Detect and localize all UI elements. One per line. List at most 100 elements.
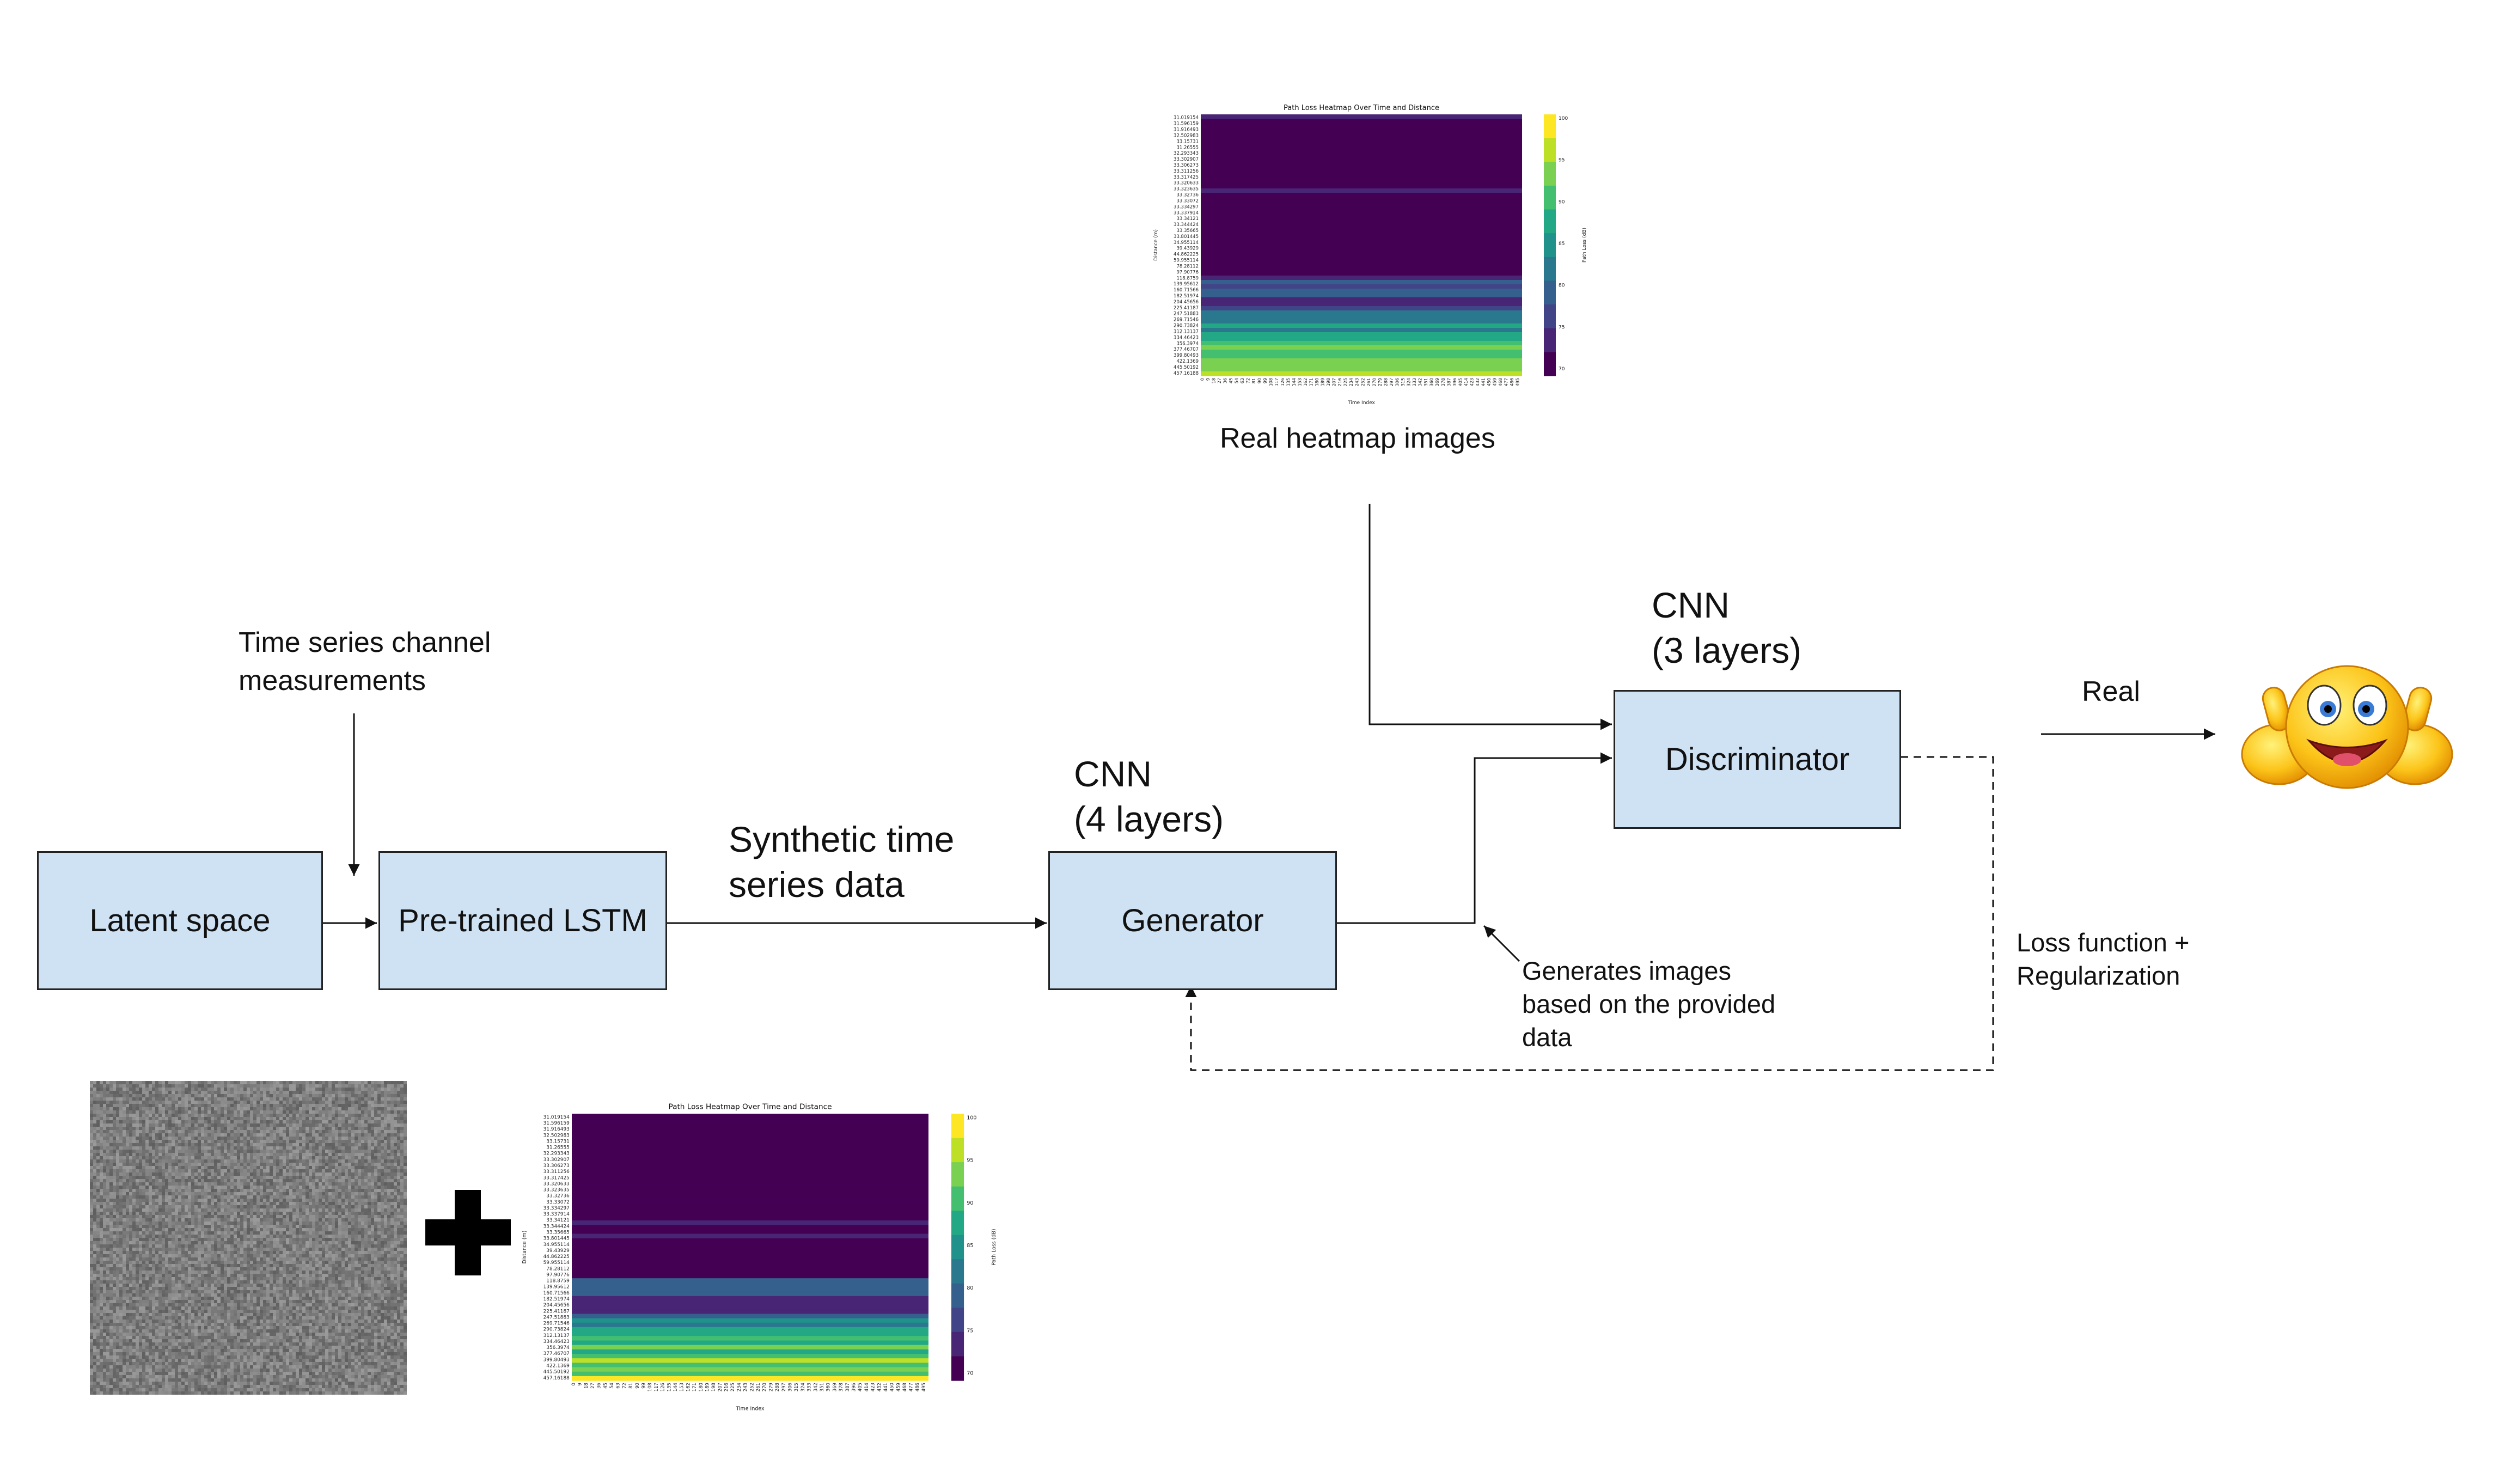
noise-pixel xyxy=(201,1091,204,1094)
noise-pixel xyxy=(306,1094,309,1097)
noise-pixel xyxy=(139,1137,142,1140)
noise-pixel xyxy=(381,1225,384,1228)
noise-pixel xyxy=(240,1140,243,1143)
noise-pixel xyxy=(306,1172,309,1176)
noise-pixel xyxy=(227,1081,230,1084)
noise-pixel xyxy=(126,1225,129,1228)
noise-pixel xyxy=(325,1218,328,1222)
noise-pixel xyxy=(113,1140,116,1143)
noise-pixel xyxy=(168,1156,172,1159)
noise-pixel xyxy=(322,1110,325,1114)
noise-pixel xyxy=(116,1166,119,1169)
noise-pixel xyxy=(296,1186,299,1189)
heatmap-y-tick: 33.323635 xyxy=(543,1188,570,1193)
noise-pixel xyxy=(273,1130,276,1133)
noise-pixel xyxy=(299,1097,302,1101)
noise-pixel xyxy=(309,1159,312,1163)
noise-pixel xyxy=(116,1084,119,1088)
noise-pixel xyxy=(381,1101,384,1104)
noise-pixel xyxy=(368,1228,371,1231)
noise-pixel xyxy=(247,1189,250,1192)
noise-pixel xyxy=(194,1110,198,1114)
noise-pixel xyxy=(221,1114,224,1117)
noise-pixel xyxy=(139,1120,142,1123)
noise-pixel xyxy=(381,1182,384,1186)
noise-pixel xyxy=(119,1182,123,1186)
noise-pixel xyxy=(142,1225,145,1228)
noise-pixel xyxy=(188,1192,191,1195)
noise-pixel xyxy=(109,1153,113,1156)
noise-pixel xyxy=(302,1176,306,1179)
noise-pixel xyxy=(292,1088,296,1091)
noise-pixel xyxy=(217,1218,221,1222)
noise-pixel xyxy=(230,1199,234,1202)
noise-pixel xyxy=(96,1084,100,1088)
noise-pixel xyxy=(129,1091,132,1094)
noise-pixel xyxy=(204,1153,207,1156)
noise-pixel xyxy=(188,1231,191,1235)
noise-pixel xyxy=(214,1228,217,1231)
noise-pixel xyxy=(319,1146,322,1150)
noise-pixel xyxy=(341,1091,345,1094)
noise-pixel xyxy=(364,1140,368,1143)
noise-pixel xyxy=(129,1088,132,1091)
noise-pixel xyxy=(204,1143,207,1146)
noise-pixel xyxy=(253,1205,256,1208)
noise-pixel xyxy=(312,1169,315,1172)
noise-pixel xyxy=(126,1088,129,1091)
noise-pixel xyxy=(168,1235,172,1238)
noise-pixel xyxy=(250,1186,253,1189)
noise-pixel xyxy=(136,1114,139,1117)
noise-pixel xyxy=(116,1137,119,1140)
noise-pixel xyxy=(335,1222,338,1225)
noise-pixel xyxy=(165,1127,168,1130)
noise-pixel xyxy=(237,1189,240,1192)
noise-pixel xyxy=(123,1192,126,1195)
noise-pixel xyxy=(217,1172,221,1176)
noise-pixel xyxy=(243,1137,247,1140)
noise-pixel xyxy=(368,1169,371,1172)
noise-pixel xyxy=(319,1222,322,1225)
noise-pixel xyxy=(296,1101,299,1104)
noise-pixel xyxy=(263,1166,266,1169)
noise-pixel xyxy=(93,1189,96,1192)
noise-pixel xyxy=(276,1130,279,1133)
noise-pixel xyxy=(296,1215,299,1218)
noise-pixel xyxy=(377,1137,381,1140)
noise-pixel xyxy=(289,1117,292,1120)
noise-pixel xyxy=(207,1186,211,1189)
noise-pixel xyxy=(188,1195,191,1199)
noise-pixel xyxy=(351,1084,355,1088)
noise-pixel xyxy=(113,1127,116,1130)
noise-pixel xyxy=(377,1179,381,1182)
noise-pixel xyxy=(325,1104,328,1107)
noise-pixel xyxy=(152,1156,155,1159)
noise-pixel xyxy=(283,1088,286,1091)
noise-pixel xyxy=(201,1231,204,1235)
heatmap-x-tick: 369 xyxy=(832,1383,837,1391)
noise-pixel xyxy=(253,1179,256,1182)
noise-pixel xyxy=(240,1146,243,1150)
noise-pixel xyxy=(273,1114,276,1117)
noise-pixel xyxy=(273,1143,276,1146)
noise-pixel xyxy=(172,1225,175,1228)
noise-pixel xyxy=(276,1222,279,1225)
noise-pixel xyxy=(116,1127,119,1130)
noise-pixel xyxy=(172,1140,175,1143)
noise-pixel xyxy=(106,1104,109,1107)
noise-pixel xyxy=(328,1101,332,1104)
noise-pixel xyxy=(201,1156,204,1159)
noise-pixel xyxy=(181,1091,185,1094)
noise-pixel xyxy=(319,1117,322,1120)
noise-pixel xyxy=(103,1088,106,1091)
noise-pixel xyxy=(109,1166,113,1169)
noise-pixel xyxy=(198,1130,201,1133)
noise-pixel xyxy=(158,1199,162,1202)
noise-pixel xyxy=(279,1205,283,1208)
noise-pixel xyxy=(256,1202,260,1205)
noise-pixel xyxy=(299,1130,302,1133)
noise-pixel xyxy=(145,1130,149,1133)
heatmap-row xyxy=(1201,210,1522,215)
noise-pixel xyxy=(198,1150,201,1153)
noise-pixel xyxy=(296,1130,299,1133)
